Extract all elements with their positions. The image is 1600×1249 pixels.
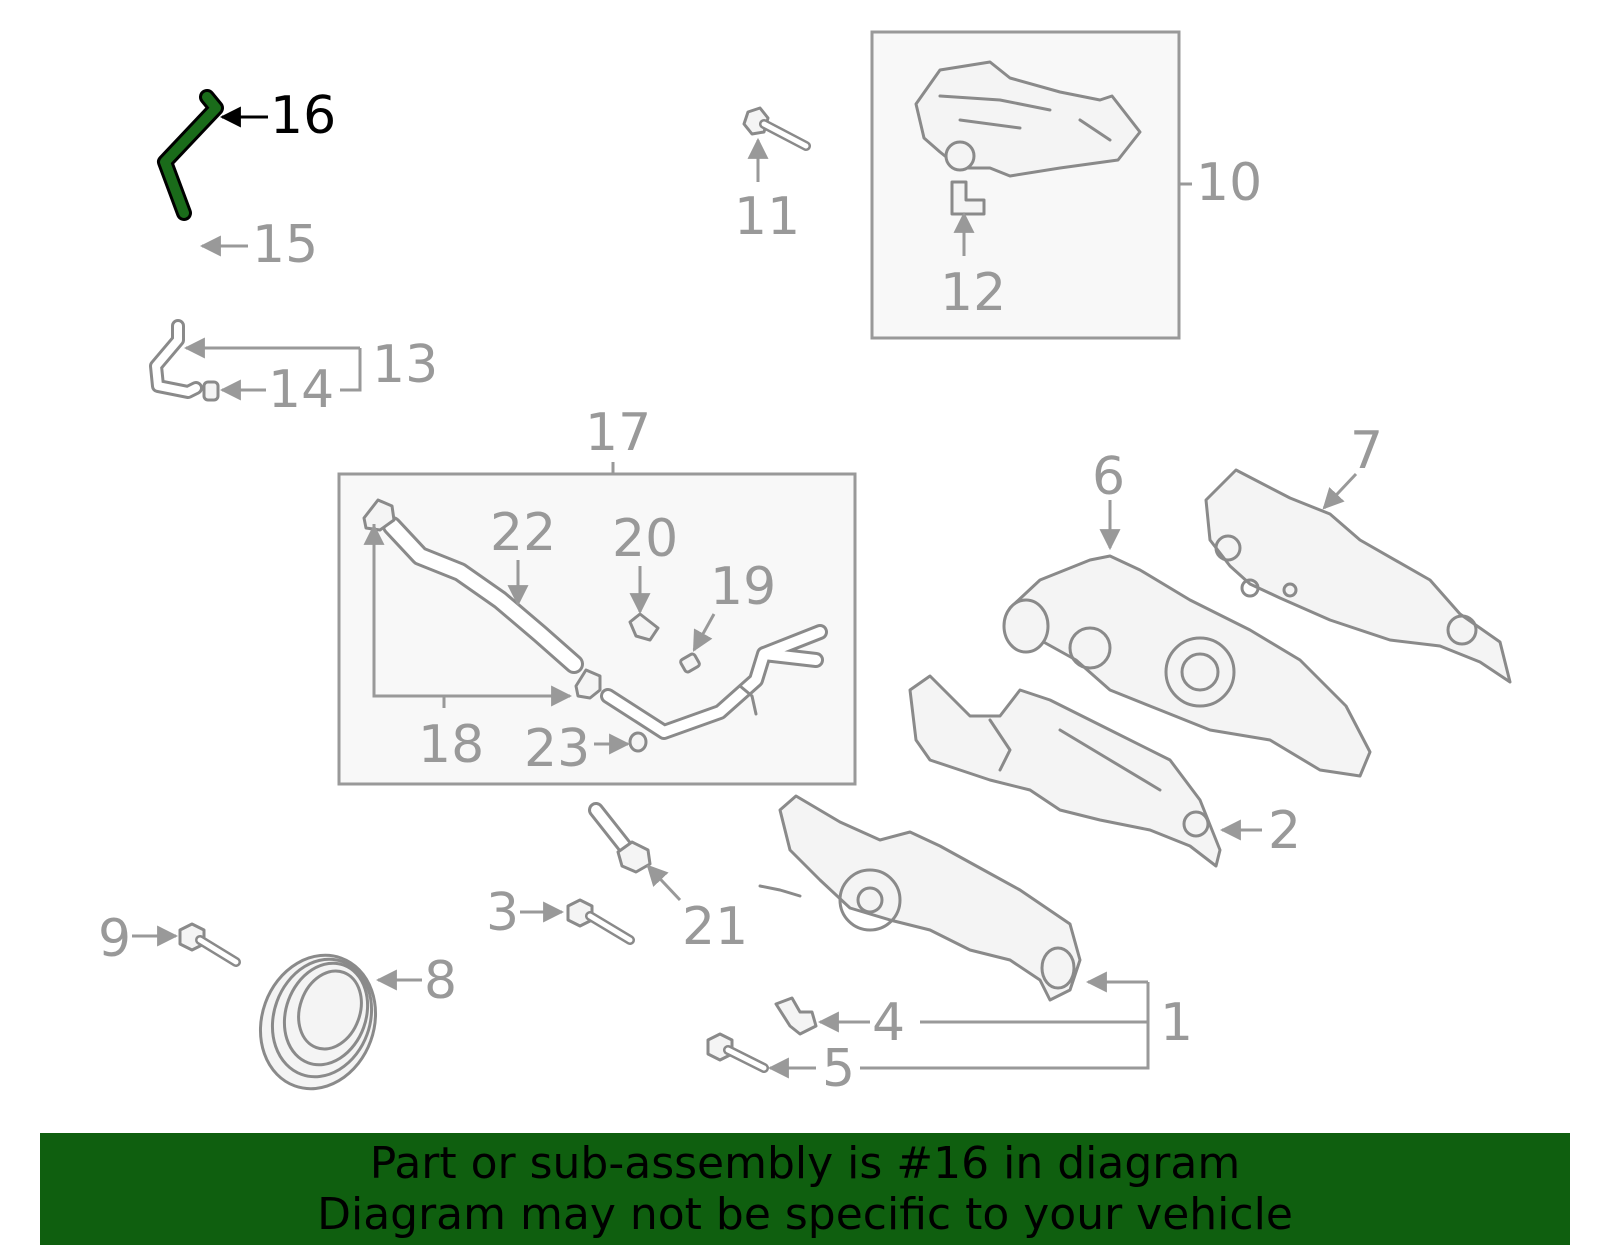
callout-22: 22	[490, 503, 556, 563]
callout-7: 7	[1350, 421, 1383, 481]
part-1-water-pump[interactable]	[758, 794, 1082, 1002]
callout-3: 3	[486, 883, 519, 943]
callout-16: 16	[270, 86, 336, 146]
leader-7	[1322, 472, 1358, 510]
part-12-bracket[interactable]	[950, 180, 986, 216]
part-14-clamp[interactable]	[202, 380, 220, 402]
part-15-hose[interactable]	[178, 230, 196, 302]
part-7-gasket[interactable]	[1204, 468, 1512, 684]
callout-14: 14	[268, 360, 334, 420]
part-17-pipe[interactable]	[600, 624, 828, 740]
callout-23: 23	[524, 719, 590, 779]
leader-18	[372, 524, 568, 698]
callout-10: 10	[1196, 153, 1262, 213]
info-banner: Part or sub-assembly is #16 in diagram D…	[40, 1133, 1570, 1245]
banner-line-2: Diagram may not be specific to your vehi…	[317, 1189, 1293, 1240]
callout-13: 13	[372, 335, 438, 395]
part-13-hose[interactable]	[149, 319, 203, 399]
callout-17: 17	[585, 403, 651, 463]
part-6-housing[interactable]	[1002, 554, 1372, 778]
callout-9: 9	[98, 909, 131, 969]
leader-19	[692, 613, 716, 652]
callout-21: 21	[682, 897, 748, 957]
leader-21	[646, 864, 682, 902]
callout-8: 8	[424, 951, 457, 1011]
part-19-plug[interactable]	[679, 652, 701, 674]
part-21-sensor[interactable]	[588, 802, 652, 874]
callout-4: 4	[872, 993, 905, 1053]
part-4-bracket[interactable]	[774, 996, 818, 1036]
part-2-gasket[interactable]	[908, 674, 1222, 868]
callout-5: 5	[822, 1039, 855, 1099]
box-17	[337, 472, 857, 786]
part-9-bolt[interactable]	[178, 922, 241, 967]
callout-12: 12	[940, 263, 1006, 323]
callout-19: 19	[710, 557, 776, 617]
callout-1: 1	[1160, 993, 1193, 1053]
callout-11: 11	[734, 187, 800, 247]
part-20-plug[interactable]	[628, 612, 660, 642]
box-10	[870, 30, 1181, 340]
part-8-pulley[interactable]	[242, 939, 394, 1105]
leader-13	[340, 348, 362, 392]
part-23-oring[interactable]	[628, 731, 648, 753]
callout-20: 20	[612, 509, 678, 569]
part-5-bolt[interactable]	[706, 1032, 769, 1073]
part-22-tube[interactable]	[382, 516, 584, 674]
part-16-hose[interactable]	[157, 89, 224, 221]
part-3-bolt[interactable]	[566, 898, 635, 945]
part-10-thermostat-housing[interactable]	[914, 60, 1142, 178]
banner-line-1: Part or sub-assembly is #16 in diagram	[369, 1138, 1241, 1189]
callout-6: 6	[1092, 447, 1125, 507]
leader-1	[860, 982, 1150, 1070]
callout-15: 15	[252, 215, 318, 275]
callout-18: 18	[418, 715, 484, 775]
callout-2: 2	[1268, 801, 1301, 861]
part-11-bolt[interactable]	[742, 106, 811, 151]
